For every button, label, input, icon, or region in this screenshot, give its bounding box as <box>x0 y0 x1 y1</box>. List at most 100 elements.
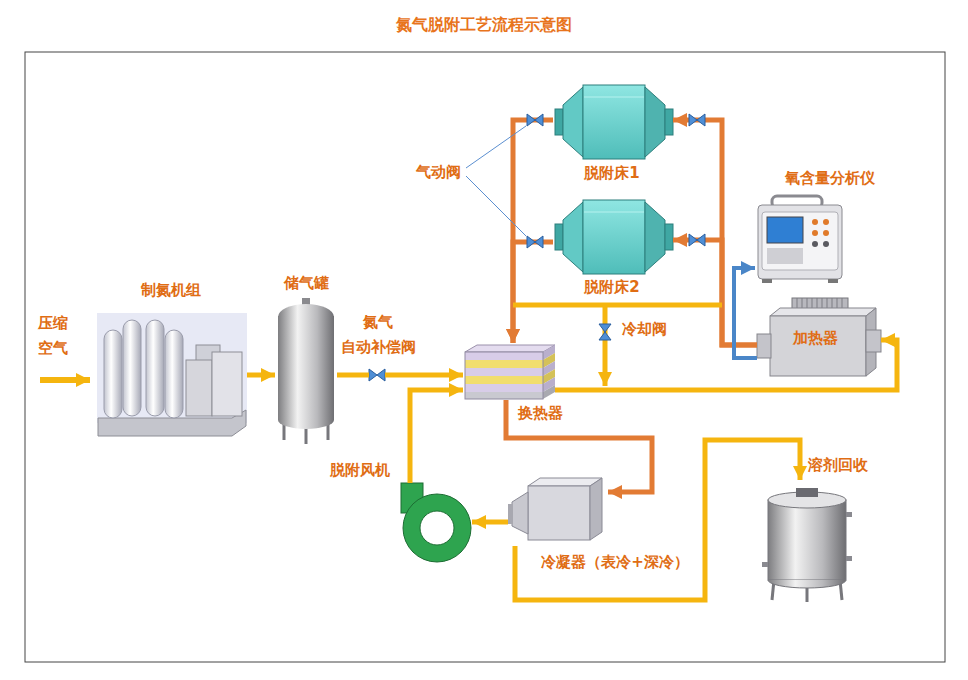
exchanger-layer <box>465 392 543 399</box>
flow-pipe <box>472 520 508 525</box>
adsorption-bed-picture <box>555 200 673 274</box>
fan-casing <box>403 494 471 562</box>
equipment-label: 脱附风机 <box>330 461 390 479</box>
valve-symbol <box>689 234 705 246</box>
heater-picture <box>757 298 881 376</box>
equipment-label: 储气罐 <box>284 274 329 292</box>
cooling-pipe <box>513 303 722 308</box>
button <box>823 241 829 247</box>
fan-inlet <box>420 511 454 545</box>
flange <box>508 504 513 524</box>
exchanger-layer <box>465 376 543 384</box>
pipe-stub <box>757 334 771 358</box>
condenser-picture <box>508 478 602 540</box>
equipment-label: 氧含量分析仪 <box>785 169 875 187</box>
cooling-pipe <box>603 305 608 386</box>
flow-pipe <box>673 240 757 345</box>
exchanger-layer <box>465 352 543 360</box>
valve-symbol <box>369 369 385 381</box>
flow-pipe <box>410 390 463 483</box>
annotation-label: 压缩 空气 <box>38 311 68 361</box>
valve-body <box>369 369 385 381</box>
leader-line <box>466 176 526 236</box>
nozzle <box>846 512 852 517</box>
equipment-label: 脱附床2 <box>584 278 639 296</box>
exchanger-layer <box>465 384 543 392</box>
valve-body <box>599 324 611 340</box>
exchanger-side <box>543 385 555 399</box>
flow-pipe <box>515 440 800 600</box>
annotation-label: 冷却阀 <box>622 320 667 338</box>
foot <box>828 279 838 283</box>
condenser-side <box>590 478 602 540</box>
heater-body <box>770 316 866 376</box>
solvent-tank-picture <box>762 488 852 602</box>
equipment-node: 换热器 <box>463 343 555 400</box>
analyzer-panel <box>762 212 838 270</box>
storage-tank-picture <box>278 298 334 444</box>
valve-body <box>689 114 705 126</box>
valve-symbol <box>527 236 543 248</box>
screen <box>767 217 803 243</box>
valve-body <box>527 236 543 248</box>
tank-dome <box>278 304 334 330</box>
condenser-hood <box>512 492 528 534</box>
oxygen-analyzer-picture <box>758 196 842 283</box>
equipment-label: 冷凝器（表冷+深冷） <box>541 553 689 571</box>
valve-symbol <box>599 324 611 340</box>
equipment-node: 制氮机组 <box>95 313 247 441</box>
flow-pipe <box>247 373 275 378</box>
equipment-label: 换热器 <box>518 404 563 422</box>
heater-top <box>770 308 876 316</box>
flow-pipe <box>673 120 757 345</box>
frame <box>25 52 945 662</box>
keypad <box>767 248 803 264</box>
exchanger-layer <box>465 368 543 376</box>
cylinder <box>123 320 141 416</box>
flow-pipe <box>337 373 369 378</box>
cylinder <box>104 330 122 418</box>
flow-pipe <box>513 242 553 343</box>
nozzle <box>762 562 768 567</box>
exchanger-top <box>465 345 555 352</box>
flow-pipe <box>385 373 463 378</box>
condenser-body <box>528 486 590 540</box>
flow-pipe <box>734 268 757 358</box>
valve-body <box>527 114 543 126</box>
button <box>823 230 829 236</box>
valve-body <box>689 234 705 246</box>
button <box>823 219 829 225</box>
button <box>812 241 818 247</box>
equipment-label: 脱附床1 <box>584 164 639 182</box>
valve-symbol <box>527 114 543 126</box>
adsorption-bed-picture <box>555 85 673 159</box>
analyzer-case <box>758 205 842 279</box>
nitrogen-generator-picture <box>97 313 247 436</box>
equipment-node: 脱附风机 <box>397 483 472 563</box>
equipment-label: 加热器 <box>790 329 841 347</box>
annotation-label: 气动阀 <box>416 163 461 181</box>
equipment-label: 氮气 自动补偿阀 <box>341 310 416 360</box>
inlet-arrow <box>40 377 90 383</box>
fan-picture <box>401 483 471 562</box>
equipment-label: 溶剂回收 <box>808 456 868 474</box>
pipe-stub <box>866 330 881 352</box>
equipment-node: 脱附床2 <box>553 198 673 276</box>
foot <box>762 279 772 283</box>
equipment-node: 冷凝器（表冷+深冷） <box>508 478 608 546</box>
equipment-node: 脱附床1 <box>553 83 673 161</box>
leader-line <box>466 126 526 168</box>
tank-bottom <box>278 411 334 429</box>
button <box>812 230 818 236</box>
equipment-node: 储气罐 <box>275 300 337 440</box>
tank-body <box>278 316 334 420</box>
button <box>812 219 818 225</box>
flow-pipe <box>506 400 652 492</box>
equipment-node: 氮气 自动补偿阀 <box>369 369 385 381</box>
exchanger-outline <box>465 352 543 399</box>
cylinder <box>165 330 183 418</box>
equipment-label: 制氮机组 <box>141 281 201 299</box>
